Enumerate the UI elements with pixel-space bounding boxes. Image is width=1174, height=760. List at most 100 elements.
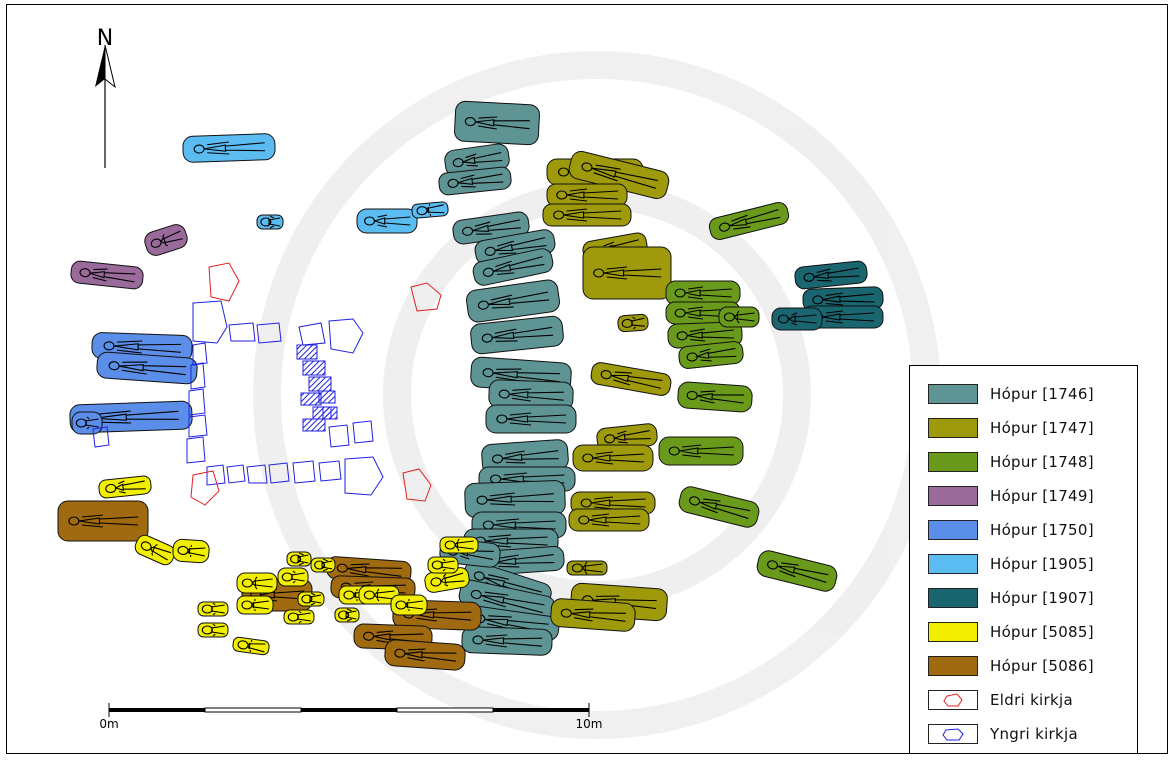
outline-stone (328, 424, 350, 448)
scale-end-label: 10m (576, 717, 603, 731)
grave-cut (439, 536, 479, 554)
legend-swatch (928, 656, 978, 676)
grave-cut (57, 500, 149, 542)
excavation-plan: N 0m 10m (57, 26, 941, 739)
legend-label: Hópur [1747] (990, 419, 1094, 437)
grave-cut (438, 166, 512, 196)
legend-label: Hópur [1749] (990, 487, 1094, 505)
north-arrow: N (95, 26, 116, 168)
grave-cut (802, 305, 884, 329)
grave-cut (454, 100, 540, 146)
outline-stone (328, 318, 364, 354)
grave-cut (802, 286, 884, 312)
outline-stone (410, 282, 442, 312)
outline-stone (318, 460, 342, 482)
scale-bar: 0m 10m (99, 703, 602, 731)
hatched-stone (302, 418, 326, 432)
grave-cut (794, 260, 868, 290)
north-label: N (97, 26, 113, 51)
outline-stone (188, 414, 208, 438)
hatched-stone (318, 390, 336, 404)
grave-cut (572, 444, 654, 472)
grave-cut (658, 436, 744, 466)
grave-cut (70, 260, 144, 290)
legend: Hópur [1746] Hópur [1747] Hópur [1748] H… (909, 365, 1138, 753)
legend-swatch (928, 520, 978, 540)
grave-cut (678, 486, 760, 528)
legend-label: Yngri kirkja (990, 725, 1078, 743)
legend-swatch (928, 452, 978, 472)
grave-cut (356, 208, 418, 234)
hatched-stone (322, 406, 338, 420)
grave-cut (256, 214, 284, 230)
legend-label: Hópur [5086] (990, 657, 1094, 675)
legend-outline-swatch (928, 690, 978, 710)
grave-cut (96, 351, 198, 385)
outline-stone (292, 460, 316, 484)
grave-cut (182, 133, 276, 163)
outline-stone (298, 322, 326, 346)
grave-cut (427, 556, 459, 574)
group-1749 (70, 224, 188, 290)
legend-label: Hópur [5085] (990, 623, 1094, 641)
grave-cut (550, 598, 636, 632)
legend-label: Hópur [1750] (990, 521, 1094, 539)
grave-cut (384, 639, 466, 671)
grave-cut (756, 550, 838, 592)
group-1747 (542, 150, 672, 632)
grave-cut (134, 534, 176, 566)
hatched-stone (302, 360, 326, 376)
grave-cut (677, 381, 753, 413)
grave-cut (568, 508, 650, 532)
grave-cut (144, 224, 188, 256)
blue-outline-icon (942, 728, 964, 741)
outline-stone (246, 464, 268, 484)
outline-stone (268, 462, 290, 484)
outline-stone (226, 464, 246, 484)
grave-cut (708, 202, 790, 240)
outline-stone (188, 388, 206, 416)
outline-stone (206, 464, 226, 486)
grave-cut (236, 595, 274, 615)
grave-cut (98, 475, 152, 499)
grave-cut (542, 203, 632, 227)
grave-cut (546, 183, 628, 207)
outline-stone (192, 342, 208, 366)
outline-stone (208, 262, 240, 302)
outline-stone (228, 322, 256, 342)
grave-cut (390, 594, 428, 616)
grave-cut (485, 404, 577, 434)
grave-cut (678, 341, 744, 369)
legend-label: Hópur [1746] (990, 385, 1094, 403)
grave-cut (197, 601, 229, 617)
legend-swatch (928, 554, 978, 574)
grave-cut (358, 585, 400, 605)
legend-label: Hópur [1907] (990, 589, 1094, 607)
grave-cut (590, 362, 672, 396)
grave-cut (236, 572, 278, 594)
grave-cut (232, 636, 270, 656)
legend-label: Hópur [1748] (990, 453, 1094, 471)
grave-cut (172, 538, 210, 564)
outline-stone (402, 468, 432, 502)
grave-cut (582, 246, 672, 300)
hatched-stone (296, 344, 318, 360)
grave-cut (297, 591, 325, 607)
grave-cut (71, 411, 103, 435)
outline-stone (190, 362, 206, 390)
hatched-stone (308, 376, 332, 392)
grave-cut (464, 480, 566, 518)
grave-cut (466, 279, 560, 323)
legend-label: Hópur [1905] (990, 555, 1094, 573)
grave-cut (566, 560, 608, 576)
grave-cut (470, 315, 564, 355)
grave-cut (461, 626, 553, 656)
outline-stone (192, 300, 228, 344)
group-1905 (182, 133, 449, 234)
group-1907 (771, 260, 884, 331)
group-1746 (438, 100, 577, 656)
outline-stone (256, 322, 282, 344)
younger-church-outline (92, 300, 384, 496)
legend-outline-swatch (928, 724, 978, 744)
grave-cut (458, 579, 556, 623)
